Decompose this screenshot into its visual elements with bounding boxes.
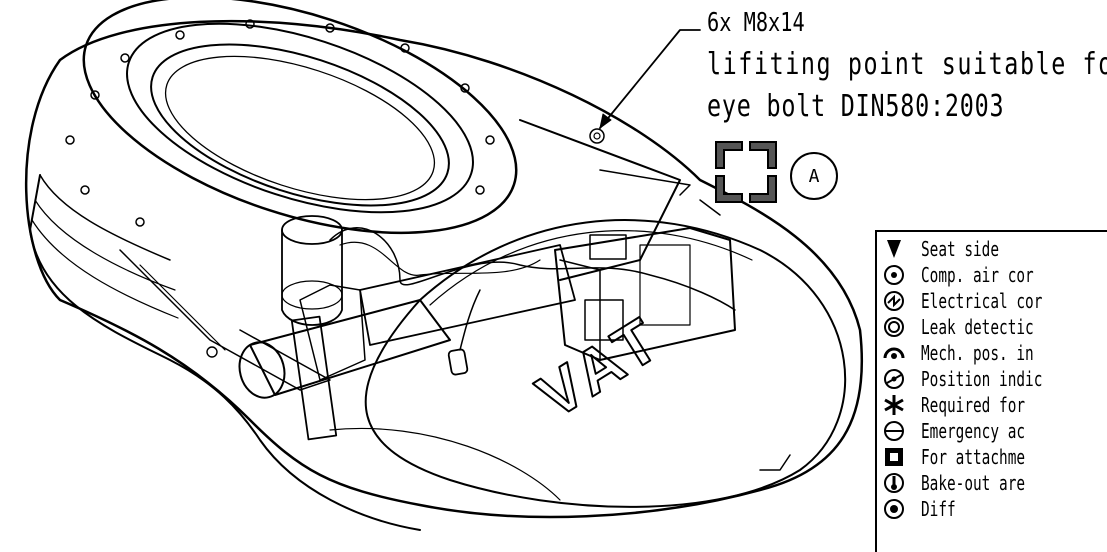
legend-item: Emergency ac [877, 418, 1107, 444]
legend-label: For attachme [921, 445, 1026, 469]
legend-label: Position indic [921, 367, 1043, 391]
flange-bolt-holes [65, 19, 495, 227]
legend-label: Seat side [921, 237, 1000, 261]
view-label-circle: A [790, 152, 838, 200]
legend-item: Diff [877, 496, 1107, 522]
valve-body-outline [24, 19, 864, 519]
attachment-icon [885, 448, 903, 466]
emergency-icon [884, 421, 904, 441]
flange-ring-mid [126, 22, 474, 214]
legend-label: Comp. air cor [921, 263, 1034, 287]
callout-lifting-point: lifiting point suitable for [707, 47, 1107, 82]
legend-label: Emergency ac [921, 419, 1026, 443]
callout-leader [599, 29, 701, 129]
compressed-air-icon [884, 265, 904, 285]
legend-item: Electrical cor [877, 288, 1107, 314]
seat-side-icon [887, 240, 901, 258]
mech-position-icon [883, 347, 905, 359]
cable [329, 227, 736, 311]
view-direction-icon [715, 141, 777, 203]
leak-detection-icon [884, 317, 904, 337]
legend-label: Bake-out are [921, 471, 1026, 495]
cut-off-icon [884, 499, 904, 519]
legend-label: Required for [921, 393, 1026, 417]
motor-block [554, 227, 736, 361]
flange-ring-inner [150, 43, 450, 207]
legend-item: For attachme [877, 444, 1107, 470]
symbol-legend: Seat side Comp. air cor Electrical cor L… [875, 230, 1107, 552]
legend-item: Leak detectic [877, 314, 1107, 340]
legend-item: Seat side [877, 236, 1107, 262]
bake-out-icon [884, 473, 904, 493]
flange-ring-outer [82, 0, 518, 235]
legend-item: Comp. air cor [877, 262, 1107, 288]
actuator-cylinder [249, 299, 451, 396]
legend-label: Diff [921, 497, 956, 521]
gate-plate [364, 219, 847, 508]
callout-bolt-spec: 6x M8x14 [707, 8, 805, 38]
required-for-icon [884, 395, 904, 415]
electrical-connection-icon [884, 291, 904, 311]
callout-eye-bolt-standard: eye bolt DIN580:2003 [707, 89, 1005, 124]
legend-item: Mech. pos. in [877, 340, 1107, 366]
legend-item: Bake-out are [877, 470, 1107, 496]
legend-label: Leak detectic [921, 315, 1034, 339]
legend-label: Mech. pos. in [921, 341, 1034, 365]
legend-item: Position indic [877, 366, 1107, 392]
legend-item: Required for [877, 392, 1107, 418]
legend-label: Electrical cor [921, 289, 1043, 313]
position-indicator-icon [884, 369, 904, 389]
